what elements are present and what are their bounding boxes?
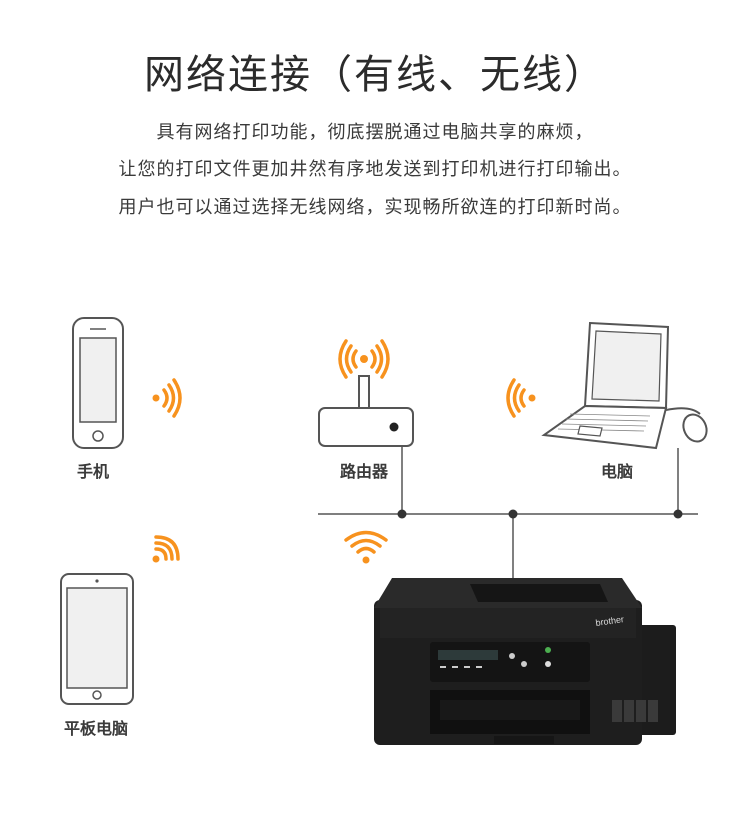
description-line-2: 让您的打印文件更加井然有序地发送到打印机进行打印输出。 xyxy=(118,159,632,180)
router-icon xyxy=(318,375,414,447)
printer-image xyxy=(374,578,676,745)
label-router: 路由器 xyxy=(340,462,389,481)
laptop-icon xyxy=(541,321,670,450)
printer-brand-logo: brother xyxy=(595,614,625,628)
network-lines xyxy=(318,446,698,583)
description-line-1: 具有网络打印功能，彻底摆脱通过电脑共享的麻烦， xyxy=(156,122,594,143)
network-junctions xyxy=(397,509,683,519)
page-title: 网络连接（有线、无线） xyxy=(144,52,606,98)
tablet-icon xyxy=(60,573,134,705)
wifi-signal-icon-tablet xyxy=(152,535,180,563)
label-tablet: 平板电脑 xyxy=(64,719,129,738)
wifi-broadcast-icon-router xyxy=(338,339,390,379)
wifi-signal-icon-phone xyxy=(152,378,182,418)
wifi-signal-icon-computer xyxy=(506,378,536,418)
wifi-signal-icon-printer xyxy=(344,530,388,564)
phone-icon xyxy=(72,317,124,449)
label-phone: 手机 xyxy=(77,462,110,481)
mouse-icon xyxy=(665,407,708,443)
label-computer: 电脑 xyxy=(601,462,634,481)
description-line-3: 用户也可以通过选择无线网络，实现畅所欲连的打印新时尚。 xyxy=(118,197,632,218)
